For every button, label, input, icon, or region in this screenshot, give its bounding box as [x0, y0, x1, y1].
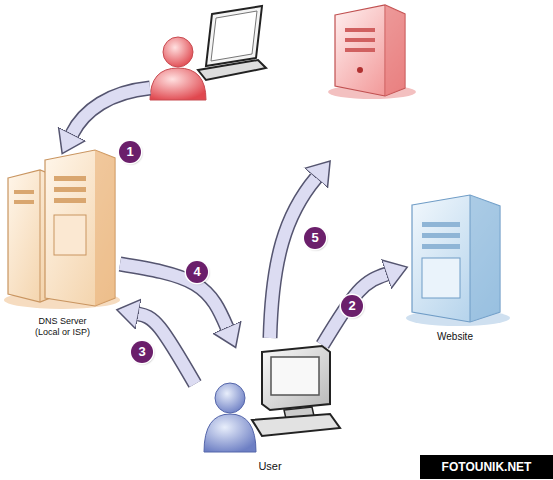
web-server-icon: [406, 195, 510, 326]
arrow-outline: [323, 274, 387, 345]
callout-number: 5: [304, 227, 326, 249]
callout-number: 1: [119, 141, 141, 163]
callout-number: 2: [341, 295, 363, 317]
attack-arrow: [72, 88, 150, 134]
flow-arrow: [323, 274, 387, 345]
arrow-band: [120, 264, 227, 327]
node-label: User: [256, 460, 283, 475]
user-station: User: [195, 345, 345, 475]
request-arrow: [270, 178, 316, 338]
node-label: DNS Server (Local or ISP): [26, 316, 100, 340]
dns-server: DNS Server (Local or ISP): [5, 150, 120, 340]
user-computer: [252, 346, 340, 436]
dns-server-icon: [4, 150, 120, 309]
user-figure: [204, 383, 256, 452]
flow-arrow: [120, 264, 227, 327]
attacker-figure: [150, 37, 206, 100]
rogue-server: [328, 5, 416, 99]
callout-number: 4: [186, 261, 208, 283]
watermark: FOTOUNIK.NET: [420, 455, 553, 479]
callout-number: 3: [131, 341, 153, 363]
website-server: Website: [405, 195, 505, 345]
arrow-band: [323, 274, 387, 345]
arrow-outline: [120, 264, 227, 327]
node-label: Website: [435, 331, 475, 345]
attacker-laptop: [198, 6, 266, 80]
